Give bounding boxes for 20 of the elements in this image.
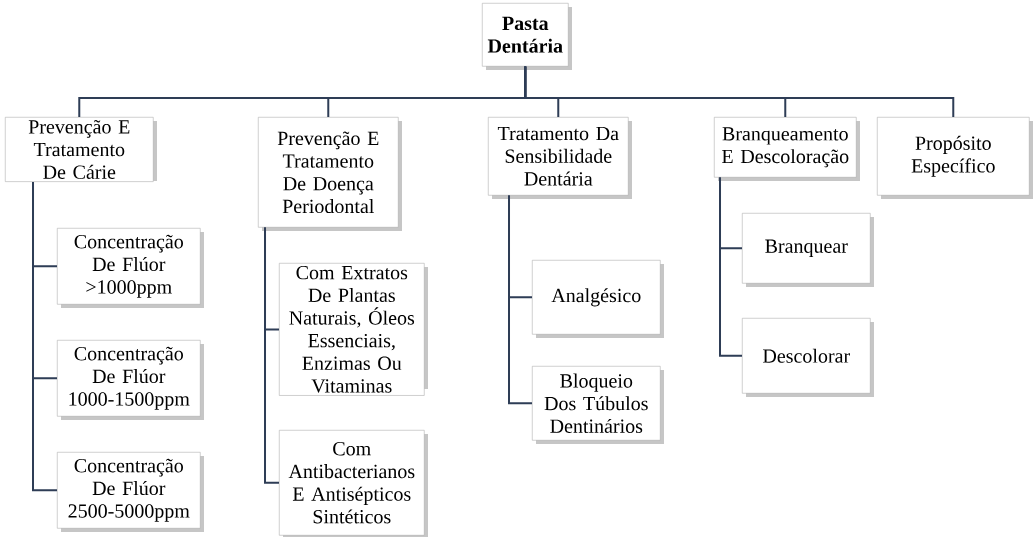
category-box: Com Antibacterianos E Antisépticos Sintéticos	[279, 430, 428, 537]
connector-line	[264, 226, 280, 484]
category-box: Com Extratos De Plantas Naturais, Óleos Essenciais, Enzimas Ou Vitaminas	[279, 263, 428, 396]
category-box: Concentração De Flúor >1000ppm	[57, 228, 204, 308]
connector-line	[719, 176, 743, 357]
category-box: Prevenção E Tratamento De Doença Periodontal	[258, 117, 402, 231]
connector-line	[32, 180, 58, 492]
category-box: Concentração De Flúor 1000-1500ppm	[57, 340, 204, 420]
category-box: Analgésico	[532, 260, 664, 338]
category-box: Tratamento Da Sensibilidade Dentária	[488, 117, 632, 199]
category-box: Concentração De Flúor 2500-5000ppm	[57, 452, 204, 532]
category-box: Bloqueio Dos Túbulos Dentinários	[532, 366, 664, 444]
category-box: Branqueamento E Descoloração	[714, 117, 860, 181]
connector-line	[508, 194, 533, 405]
connector-line	[524, 65, 955, 118]
category-box: Branquear	[742, 213, 874, 287]
category-box: Propósito Específico	[877, 117, 1033, 199]
category-box: Descolorar	[742, 318, 874, 397]
category-box: Prevenção E Tratamento De Cárie	[5, 117, 157, 182]
title-box: Pasta Dentária	[482, 3, 572, 70]
